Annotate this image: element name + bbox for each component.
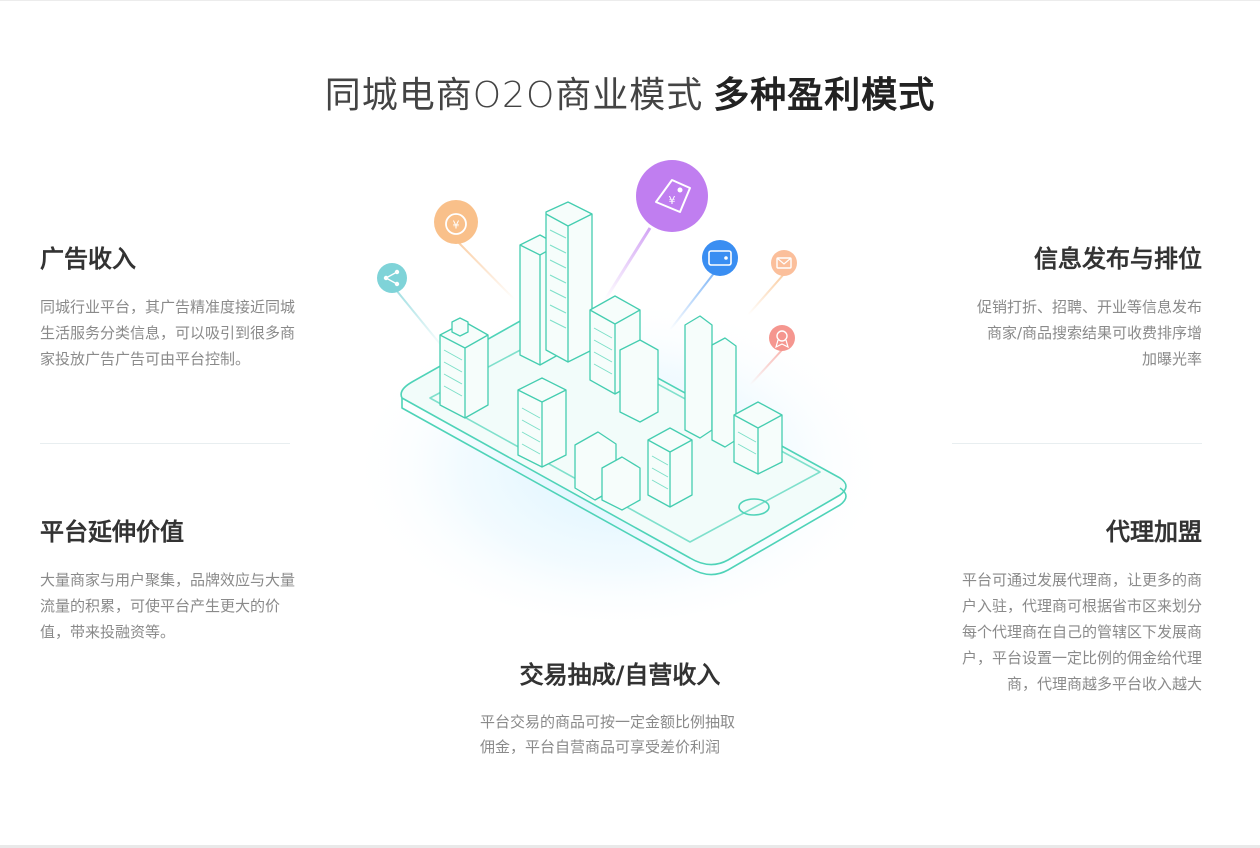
money-bag-symbol: ¥	[453, 219, 460, 232]
title-emphasis: 多种盈利模式	[713, 75, 936, 116]
desc-line: 每个代理商在自己的管辖区下发展商	[961, 623, 1202, 641]
feature-transaction: 交易抽成/自营收入 平台交易的商品可按一定金额比例抽取 佣金，平台自营商品可享受…	[480, 655, 770, 760]
left-divider	[40, 443, 290, 444]
desc-line: 平台交易的商品可按一定金额比例抽取	[480, 713, 736, 731]
feature-title: 代理加盟	[1106, 518, 1202, 546]
feature-title: 信息发布与排位	[1034, 245, 1202, 273]
desc-line: 户入驻，代理商可根据省市区来划分	[961, 597, 1202, 615]
desc-line: 商，代理商越多平台收入越大	[1006, 675, 1202, 693]
desc-line: 户，平台设置一定比例的佣金给代理	[961, 649, 1202, 667]
feature-desc: 同城行业平台，其广告精准度接近同城生活服务分类信息，可以吸引到很多商家投放广告广…	[40, 298, 296, 368]
title-main: 同城电商O2O商业模式	[324, 75, 704, 116]
feature-platform-value: 平台延伸价值 大量商家与用户聚集，品牌效应与大量流量的积累，可使平台产生更大的价…	[40, 512, 296, 645]
feature-ad-income: 广告收入 同城行业平台，其广告精准度接近同城生活服务分类信息，可以吸引到很多商家…	[40, 239, 296, 372]
feature-desc: 平台交易的商品可按一定金额比例抽取 佣金，平台自营商品可享受差价利润	[480, 710, 770, 760]
money-bag-icon: ¥	[434, 200, 478, 244]
feature-title: 广告收入	[40, 245, 136, 273]
mail-icon	[771, 250, 797, 276]
desc-line: 加曝光率	[1141, 350, 1202, 368]
price-tag-icon: ¥	[636, 160, 708, 232]
city-phone-illustration: ¥ ¥	[350, 160, 890, 620]
right-divider	[952, 443, 1202, 444]
bottom-divider	[0, 845, 1260, 848]
desc-line: 促销打折、招聘、开业等信息发布	[976, 298, 1202, 316]
feature-desc: 平台可通过发展代理商，让更多的商 户入驻，代理商可根据省市区来划分 每个代理商在…	[934, 567, 1202, 697]
page-title: 同城电商O2O商业模式多种盈利模式	[0, 66, 1260, 118]
desc-line: 佣金，平台自营商品可享受差价利润	[480, 738, 721, 756]
feature-desc: 大量商家与用户聚集，品牌效应与大量流量的积累，可使平台产生更大的价值，带来投融资…	[40, 571, 296, 641]
feature-info-ranking: 信息发布与排位 促销打折、招聘、开业等信息发布 商家/商品搜索结果可收费排序增 …	[942, 239, 1202, 372]
desc-line: 平台可通过发展代理商，让更多的商	[961, 571, 1202, 589]
badge-icon	[769, 325, 795, 351]
city-buildings	[439, 201, 783, 511]
feature-title: 平台延伸价值	[40, 518, 184, 546]
feature-agent-franchise: 代理加盟 平台可通过发展代理商，让更多的商 户入驻，代理商可根据省市区来划分 每…	[934, 512, 1202, 697]
top-divider	[0, 0, 1260, 1]
share-icon	[377, 263, 407, 293]
desc-line: 商家/商品搜索结果可收费排序增	[986, 324, 1202, 342]
feature-title: 交易抽成/自营收入	[519, 661, 721, 689]
feature-desc: 促销打折、招聘、开业等信息发布 商家/商品搜索结果可收费排序增 加曝光率	[942, 294, 1202, 372]
wallet-icon	[702, 240, 738, 276]
price-tag-symbol: ¥	[669, 194, 676, 207]
